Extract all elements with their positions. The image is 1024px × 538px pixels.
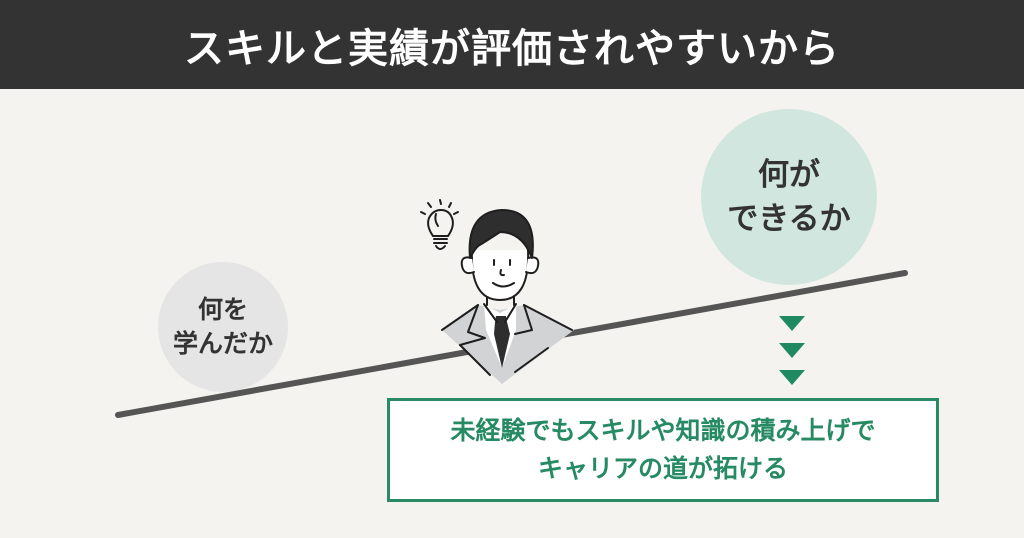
before-bubble: 何を 学んだか — [158, 262, 288, 392]
down-arrows-icon — [779, 316, 805, 385]
before-bubble-line-1: 何を — [197, 295, 248, 324]
header-bar: スキルと実績が評価されやすいから — [0, 0, 1024, 89]
before-bubble-line-2: 学んだか — [172, 329, 273, 358]
lightbulb-icon — [420, 199, 459, 250]
after-bubble-line-2: できるか — [727, 201, 851, 237]
page-title: スキルと実績が評価されやすいから — [184, 25, 840, 72]
result-line-1: 未経験でもスキルや知識の積み上げで — [450, 416, 876, 445]
after-bubble-line-1: 何が — [758, 157, 820, 193]
result-box: 未経験でもスキルや知識の積み上げで キャリアの道が拓ける — [387, 398, 939, 502]
result-line-2: キャリアの道が拓ける — [537, 454, 788, 483]
after-bubble: 何が できるか — [701, 109, 877, 285]
businessman-icon — [441, 209, 574, 384]
